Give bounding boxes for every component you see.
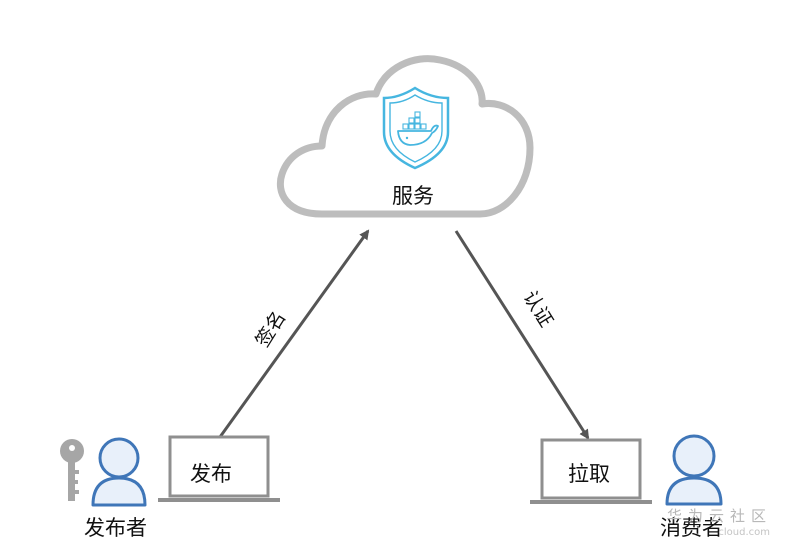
sign-arrow [218,229,370,438]
auth-arrow [454,230,590,440]
pull-label: 拉取 [568,462,610,486]
person-icon [665,434,723,506]
watermark-text: 华为云社区 [666,507,772,525]
watermark-subtext: cloud.com [718,527,770,538]
consumer-label: 消费者 [660,516,723,540]
laptop-icon [158,435,280,502]
person-icon [91,437,147,507]
publisher-label: 发布者 [84,516,147,540]
service-label: 服务 [392,184,434,208]
key-icon [60,439,84,501]
docker-shield-icon [382,86,450,170]
laptop-icon [530,438,652,504]
publish-label: 发布 [190,462,232,486]
